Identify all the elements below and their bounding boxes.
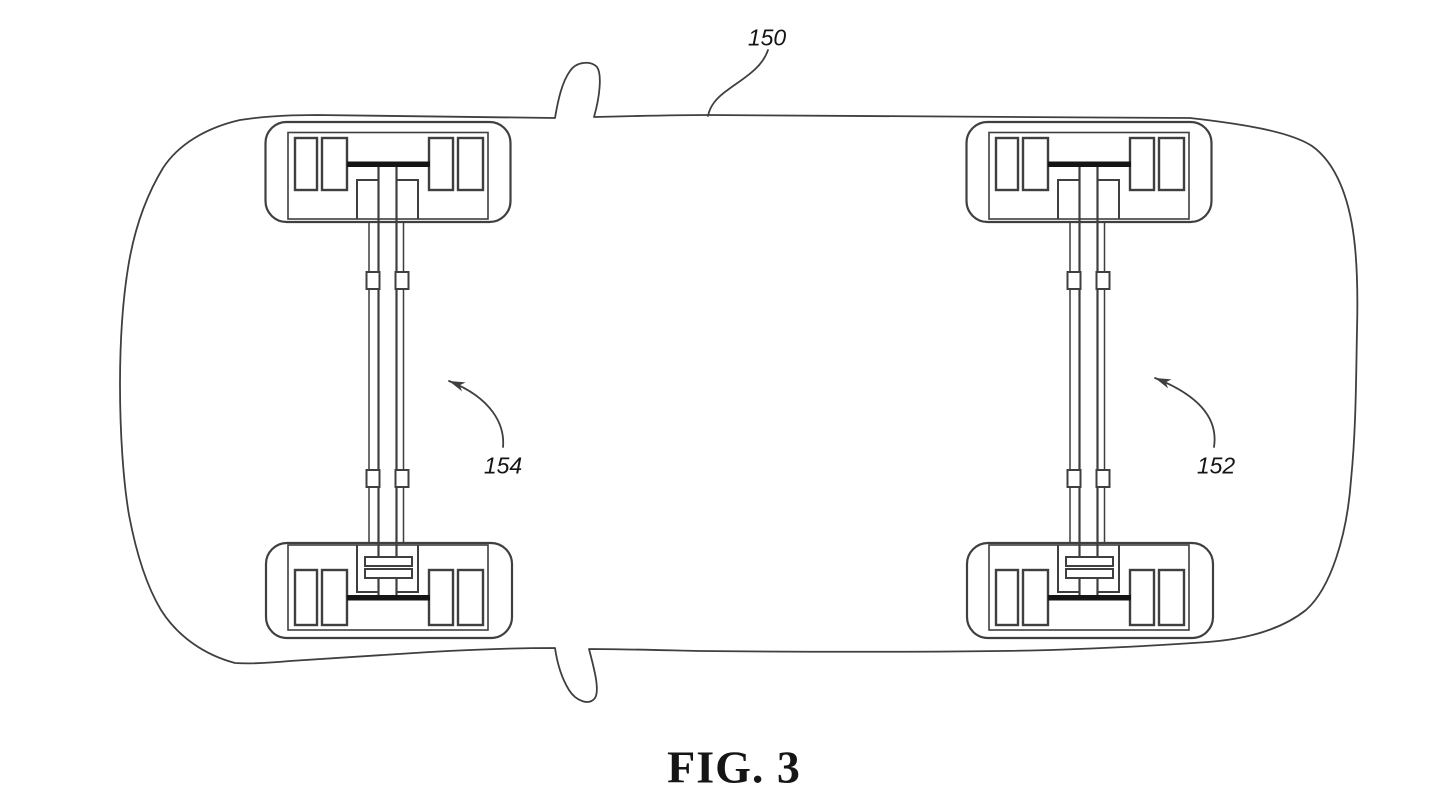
- label-152-arrow: [1154, 377, 1216, 448]
- reference-numeral-150: 150: [747, 24, 787, 51]
- label-150-leader-line: [707, 49, 769, 117]
- reference-numeral-152: 152: [1196, 452, 1236, 479]
- right-axle-assembly: [965, 120, 1215, 640]
- reference-numeral-154: 154: [483, 452, 523, 479]
- figure-caption: FIG. 3: [667, 741, 801, 793]
- left-axle-assembly: [264, 120, 514, 640]
- label-154-arrow: [448, 380, 505, 448]
